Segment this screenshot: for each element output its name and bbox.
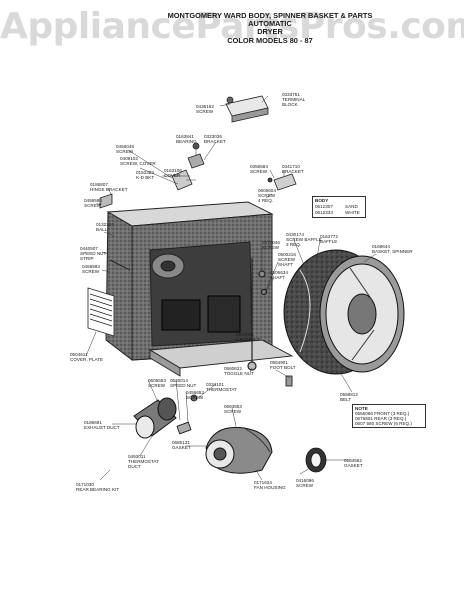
body-color-table: BODY 0612307 SAND 0612333 WHITE: [312, 196, 366, 218]
label-screw-cover: 0409102 SCREW, COVER: [120, 156, 156, 166]
label-toggle-nut: 0560622 TOGGLE NUT: [224, 366, 254, 376]
label-screw-4req: 0606604 SCREW 4 REQ.: [258, 188, 276, 203]
label-gasket-low: 0685131 GASKET: [172, 440, 191, 450]
label-fan-housing: 0171634 FAN HOUSING: [254, 480, 286, 490]
label-grommet: 0504881 GROMMET: [236, 332, 260, 342]
label-ball: 0132204 BALL: [96, 222, 114, 232]
label-screw-low1: 0505553 SCREW: [148, 378, 166, 388]
label-thermostat: 0334101 THERMOSTAT: [206, 382, 237, 392]
body-table-row-1-color: SAND: [345, 204, 358, 209]
label-speed-nut: 0520014 SPEED NUT: [170, 378, 197, 388]
fan-housing: [205, 426, 273, 474]
body-table-header: BODY: [315, 198, 329, 203]
label-screw-speed: 0456593 SCREW: [82, 264, 100, 274]
label-exhaust-duct: 0186691 EXHAUST DUCT: [84, 420, 120, 430]
diagram-title-line2: AUTOMATIC: [248, 19, 292, 28]
base-pan: [148, 339, 294, 377]
label-screw-low3: 0693553 SCREW: [224, 404, 242, 414]
label-screw-top: 0435152 SCREW: [196, 104, 214, 114]
label-cover-plate: 0504611 COVER, PLATE: [70, 352, 104, 362]
label-terminal-block: 0333751 TERMINAL BLOCK: [282, 92, 306, 107]
diagram-title-line3: DRYER: [257, 27, 283, 36]
label-foot-bolt: 0564901 FOOT BOLT: [270, 360, 296, 370]
diagram-title-line1: MONTGOMERY WARD BODY, SPINNER BASKET & P…: [167, 11, 373, 20]
label-gasket-right: 0164562 GASKET: [344, 458, 363, 468]
watermark: AppliancePartsPros.com: [0, 6, 464, 47]
top-left-brackets: [99, 142, 205, 209]
label-screw-fan: 0416096 SCREW: [296, 478, 314, 488]
label-bearing: 0163841 BEARING: [176, 134, 197, 144]
label-hinge-bracket: 0186807 HINGE BRACKET: [90, 182, 128, 192]
note-title: NOTE: [355, 406, 368, 411]
label-thermostat-duct: 0493011 THERMOSTAT DUCT: [128, 454, 159, 469]
label-rear-bearing: 0171030 REAR BEARING KIT: [76, 482, 120, 492]
label-screw-left: 0456048 SCREW: [116, 144, 134, 154]
body-table-row-2-part: 0612333: [315, 210, 333, 215]
label-bracket-top: 0323036 BRACKET: [204, 134, 226, 144]
label-belt: 0568812 BELT: [340, 392, 358, 402]
label-screw-low2: 0456653 SCREW: [186, 390, 204, 400]
label-screw-hinge: 0456594 SCREW: [84, 198, 102, 208]
label-screw-shaft2: 0500216 SCREW SHAFT: [278, 252, 296, 267]
exhaust-duct: [133, 397, 177, 439]
spinner-basket: [283, 249, 405, 375]
terminal-block: [225, 95, 269, 123]
body-table-row-2-color: WHITE: [345, 210, 360, 215]
label-baffle: 0163772 BAFFLE: [320, 234, 338, 244]
label-screw-shaft: 0470046 SCREW: [262, 240, 280, 250]
diagram-title-line4: COLOR MODELS 80 - 87: [227, 36, 313, 45]
label-speed-nut-strip: 0440507 SPEED NUT STRIP: [80, 246, 107, 261]
label-shaft: 0506634 SHAFT: [270, 270, 288, 280]
label-screw-mid: 0356584 SCREW: [250, 164, 268, 174]
leader-lines: [85, 95, 377, 481]
label-basket-spinner: 0168644 BASKET, SPINNER: [372, 244, 413, 254]
label-screw-baffle: 0430174 SCREW BAFFLE 3 REQ.: [286, 232, 322, 247]
label-cover: 0163106 COVER: [164, 168, 182, 178]
cover-plate: [87, 287, 115, 337]
right-bracket: [267, 173, 297, 191]
note-box: NOTE 0556066 FRONT (3 REQ.) 0676801 REAR…: [352, 404, 426, 428]
label-kd-bkt: 0153383 K-D BKT: [136, 170, 155, 180]
label-bracket-mid: 0341710 BRACKET: [282, 164, 304, 174]
note-text: 0556066 FRONT (3 REQ.) 0676801 REAR (3 R…: [355, 411, 412, 426]
body-table-row-1-part: 0612307: [315, 204, 333, 209]
